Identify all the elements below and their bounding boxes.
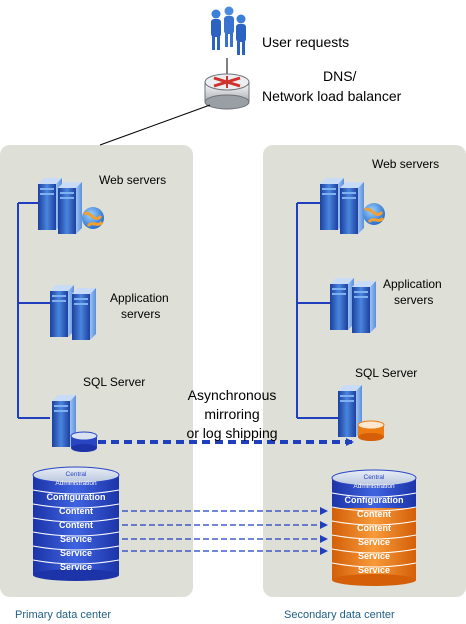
- primary-db-header-2: Administration: [55, 480, 97, 487]
- primary-db-row-content-1: Content: [59, 506, 93, 516]
- secondary-db-header-1: Central: [364, 474, 386, 481]
- mirror-label-2: mirroring: [204, 406, 259, 422]
- secondary-web-servers-label: Web servers: [372, 157, 439, 171]
- balancer-label: Network load balancer: [262, 88, 402, 104]
- balancer-to-primary-line: [99, 104, 211, 146]
- secondary-app-label-2: servers: [394, 293, 433, 307]
- secondary-app-label-1: Application: [383, 277, 442, 291]
- secondary-database-stack: [331, 469, 417, 586]
- secondary-db-header-2: Administration: [353, 483, 395, 490]
- primary-app-label-1: Application: [110, 291, 169, 305]
- mirror-label-3: or log shipping: [186, 425, 277, 441]
- user-requests-label: User requests: [262, 34, 349, 50]
- primary-web-servers-label: Web servers: [99, 173, 166, 187]
- secondary-db-row-service-1: Service: [358, 537, 390, 547]
- primary-db-row-service-1: Service: [60, 534, 92, 544]
- primary-caption: Primary data center: [15, 609, 111, 621]
- secondary-caption: Secondary data center: [284, 609, 395, 621]
- secondary-db-row-service-3: Service: [358, 565, 390, 575]
- primary-web-server-icon: [38, 178, 104, 234]
- replication-arrows: [122, 507, 328, 555]
- primary-db-row-service-3: Service: [60, 562, 92, 572]
- primary-db-row-configuration: Configuration: [47, 492, 106, 502]
- primary-app-server-icon: [50, 285, 96, 340]
- secondary-db-row-content-1: Content: [357, 509, 391, 519]
- primary-db-header-1: Central: [66, 471, 88, 478]
- secondary-db-row-service-2: Service: [358, 551, 390, 561]
- primary-sql-server-icon: [52, 395, 98, 452]
- secondary-db-row-content-2: Content: [357, 523, 391, 533]
- primary-db-row-service-2: Service: [60, 548, 92, 558]
- secondary-web-server-icon: [320, 178, 385, 234]
- users-icon: [211, 6, 246, 55]
- dns-label: DNS/: [323, 68, 357, 84]
- secondary-db-row-configuration: Configuration: [345, 495, 404, 505]
- mirror-label-1: Asynchronous: [188, 387, 277, 403]
- secondary-app-server-icon: [330, 278, 376, 333]
- primary-database-stack: [32, 466, 120, 581]
- primary-db-row-content-2: Content: [59, 520, 93, 530]
- router-icon: [204, 73, 250, 110]
- primary-app-label-2: servers: [121, 307, 160, 321]
- secondary-sql-server-icon: [338, 385, 385, 441]
- secondary-sql-label: SQL Server: [355, 366, 417, 380]
- primary-sql-label: SQL Server: [83, 375, 145, 389]
